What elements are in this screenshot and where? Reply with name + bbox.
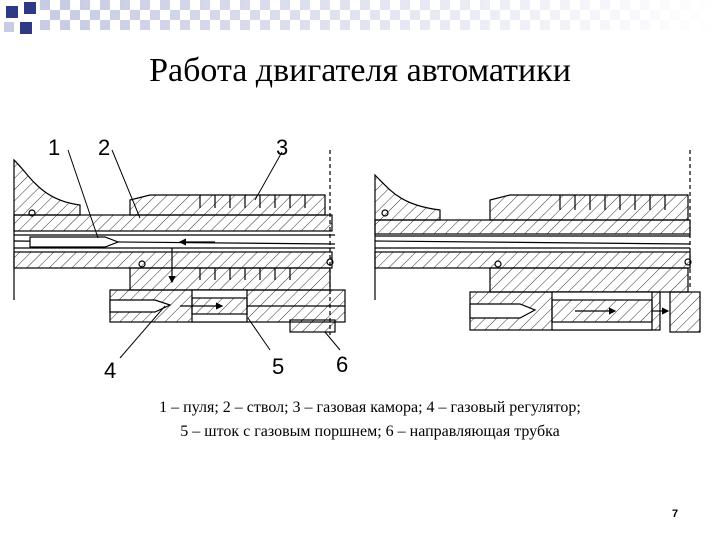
- deco-square: [24, 2, 36, 14]
- decorative-squares: [4, 0, 720, 34]
- deco-square: [20, 22, 32, 34]
- callout-1: 1: [48, 135, 60, 160]
- right-assembly: [374, 150, 701, 333]
- callout-5: 5: [272, 354, 284, 379]
- left-assembly: [13, 150, 346, 335]
- callout-3: 3: [276, 135, 288, 160]
- deco-square: [6, 6, 18, 18]
- guide-tube: [289, 319, 336, 333]
- gas-chamber-fins: [199, 195, 306, 208]
- caption-line-1: 1 – пуля; 2 – ствол; 3 – газовая камора;…: [159, 399, 581, 416]
- caption-line-2: 5 – шток с газовым поршнем; 6 – направля…: [180, 423, 560, 440]
- deco-square: [4, 22, 14, 32]
- bullet-1: [29, 236, 120, 248]
- callout-leaders: [67, 149, 341, 359]
- callout-2: 2: [98, 135, 110, 160]
- callout-6: 6: [336, 352, 348, 377]
- lower-fins: [199, 268, 291, 280]
- page-number: 7: [671, 508, 679, 520]
- diagram-caption: 1 – пуля; 2 – ствол; 3 – газовая камора;…: [60, 396, 680, 444]
- slide-title: Работа двигателя автоматики: [149, 52, 571, 89]
- callout-4: 4: [104, 358, 116, 380]
- gas-engine-diagram: 1 2 3 4 5 6: [13, 135, 701, 380]
